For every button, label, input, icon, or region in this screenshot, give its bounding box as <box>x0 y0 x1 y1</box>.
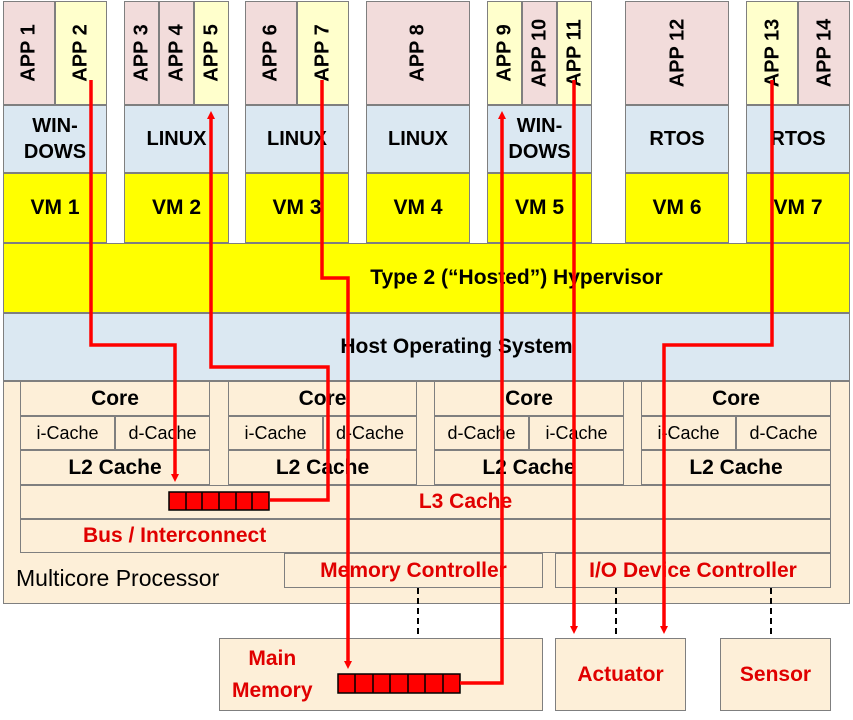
main-memory-cells <box>337 673 461 694</box>
cache-box: d-Cache <box>323 416 417 450</box>
guest-os-box: RTOS <box>746 105 850 173</box>
cache-box: d-Cache <box>434 416 529 450</box>
host-os-label: Host Operating System <box>340 335 573 358</box>
core-box: Core <box>434 381 624 416</box>
l2-cache-box: L2 Cache <box>641 450 831 485</box>
cache-box: i-Cache <box>641 416 736 450</box>
sensor-box: Sensor <box>720 638 831 711</box>
hypervisor-layer: Type 2 (“Hosted”) Hypervisor <box>3 243 850 313</box>
bus-interconnect-box: Bus / Interconnect <box>20 519 831 553</box>
multicore-processor-label: Multicore Processor <box>16 565 220 591</box>
flow-l3-to-app5 <box>207 111 330 478</box>
flow-l3-to-app5-base <box>270 478 330 502</box>
vm-box: VM 3 <box>245 173 349 243</box>
flow-app7-to-memory <box>320 80 352 669</box>
cache-box: i-Cache <box>529 416 624 450</box>
app-box: APP 3 <box>124 1 159 105</box>
flow-app13-to-actuator <box>660 80 774 634</box>
app-box: APP 12 <box>625 1 729 105</box>
app-box: APP 10 <box>522 1 557 105</box>
guest-os-box: LINUX <box>366 105 470 173</box>
app-box: APP 14 <box>798 1 850 105</box>
app-box: APP 1 <box>3 1 55 105</box>
host-os-layer: Host Operating System <box>3 313 850 381</box>
main-memory-label: Main Memory <box>232 646 313 702</box>
memory-controller-box: Memory Controller <box>284 553 543 588</box>
app-box: APP 8 <box>366 1 470 105</box>
flow-app2-to-l3 <box>89 105 179 482</box>
core-box: Core <box>20 381 210 416</box>
flow-memory-to-app9 <box>460 111 506 685</box>
app-box: APP 5 <box>194 1 229 105</box>
l2-cache-box: L2 Cache <box>228 450 417 485</box>
guest-os-box: LINUX <box>245 105 349 173</box>
l2-cache-box: L2 Cache <box>20 450 210 485</box>
core-box: Core <box>228 381 417 416</box>
l3-cache-cells <box>168 491 270 511</box>
cache-box: i-Cache <box>228 416 323 450</box>
guest-os-box: RTOS <box>625 105 729 173</box>
actuator-box: Actuator <box>555 638 686 711</box>
vm-box: VM 6 <box>625 173 729 243</box>
l3-cache-label: L3 Cache <box>418 490 513 513</box>
l3-cache-box: L3 Cache <box>20 485 831 519</box>
app-box: APP 6 <box>245 1 297 105</box>
cache-box: i-Cache <box>20 416 115 450</box>
core-box: Core <box>641 381 831 416</box>
vm-box: VM 7 <box>746 173 850 243</box>
hypervisor-label: Type 2 (“Hosted”) Hypervisor <box>370 266 663 289</box>
cache-box: d-Cache <box>115 416 210 450</box>
l2-cache-box: L2 Cache <box>434 450 624 485</box>
bus-interconnect-label: Bus / Interconnect <box>83 524 267 547</box>
vm-box: VM 4 <box>366 173 470 243</box>
cache-box: d-Cache <box>736 416 831 450</box>
io-device-controller-box: I/O Device Controller <box>555 553 831 588</box>
app-box: APP 4 <box>159 1 194 105</box>
app-box: APP 9 <box>487 1 522 105</box>
app-box: APP 2 <box>55 1 107 105</box>
